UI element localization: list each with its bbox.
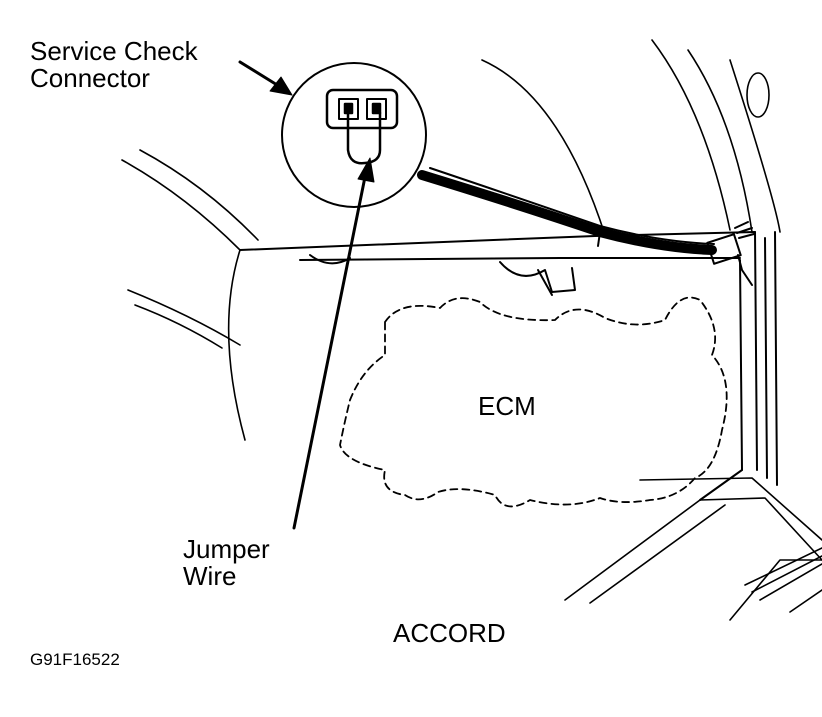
wire-harness	[417, 167, 717, 255]
dashboard-arcs	[121, 149, 259, 441]
model-caption: ACCORD	[393, 618, 506, 648]
jumper-label-line1: Jumper	[183, 534, 270, 564]
jumper-wire-loop	[346, 111, 382, 165]
dash-lower-edge	[239, 231, 756, 296]
jumper-wire-arrow	[292, 157, 375, 530]
figure-id: G91F16522	[30, 650, 120, 669]
magnifier-circle	[281, 62, 427, 208]
service-check-label-line2: Connector	[30, 63, 150, 94]
pillar-trim	[699, 231, 778, 501]
service-check-label-line1: Service Check	[30, 36, 198, 66]
service-check-connector-label: Service Check Connector	[30, 36, 198, 94]
door-pillar	[481, 39, 781, 236]
ecm-outline	[339, 296, 728, 508]
jumper-wire-label: Jumper Wire	[183, 534, 270, 592]
ecm-label: ECM	[478, 391, 536, 421]
door-sill	[564, 477, 822, 621]
harness-connector-plug	[706, 221, 755, 286]
service-connector-arrow	[238, 60, 293, 96]
jumper-label-line2: Wire	[183, 561, 237, 592]
